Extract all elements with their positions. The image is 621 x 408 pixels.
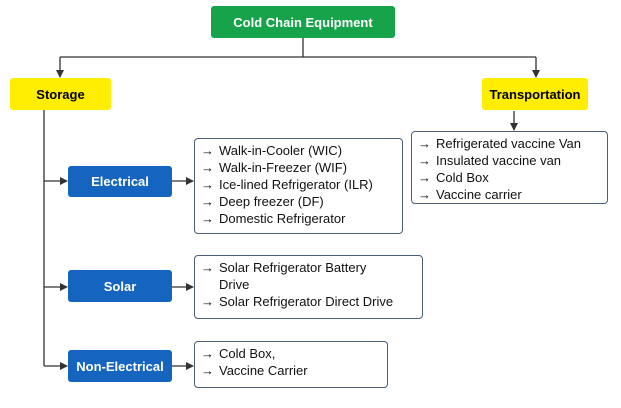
list-item: →Insulated vaccine van: [418, 153, 562, 168]
arrow-right-icon: →: [201, 160, 214, 175]
list-item: →Solar Refrigerator Battery Drive: [201, 260, 367, 292]
arrow-right-icon: →: [201, 177, 214, 192]
storage-node: Storage: [10, 78, 111, 110]
transportation-list: →Refrigerated vaccine Van →Insulated vac…: [411, 131, 608, 204]
arrow-right-icon: →: [418, 136, 431, 151]
arrow-right-icon: →: [201, 194, 214, 209]
list-item: →Cold Box,: [201, 346, 276, 361]
non-electrical-list: →Cold Box, →Vaccine Carrier: [194, 341, 388, 388]
list-item: →Deep freezer (DF): [201, 194, 324, 209]
arrow-right-icon: →: [201, 346, 214, 361]
non-electrical-node: Non-Electrical: [68, 350, 172, 382]
arrow-right-icon: →: [418, 187, 431, 202]
electrical-label: Electrical: [91, 174, 149, 189]
electrical-list: →Walk-in-Cooler (WIC) →Walk-in-Freezer (…: [194, 138, 403, 234]
arrow-right-icon: →: [201, 260, 214, 275]
arrow-right-icon: →: [418, 153, 431, 168]
list-item: →Walk-in-Cooler (WIC): [201, 143, 343, 158]
storage-label: Storage: [36, 86, 85, 102]
non-electrical-label: Non-Electrical: [76, 358, 164, 374]
list-item: →Vaccine carrier: [418, 187, 522, 202]
list-item: →Walk-in-Freezer (WIF): [201, 160, 348, 175]
list-item: →Vaccine Carrier: [201, 363, 308, 378]
list-item: →Ice-lined Refrigerator (ILR): [201, 177, 373, 192]
list-item: →Solar Refrigerator Direct Drive: [201, 294, 394, 309]
arrow-right-icon: →: [201, 211, 214, 226]
arrow-right-icon: →: [201, 143, 214, 158]
electrical-node: Electrical: [68, 166, 172, 197]
transportation-node: Transportation: [482, 78, 588, 110]
transportation-label: Transportation: [489, 86, 581, 102]
list-item: →Cold Box: [418, 170, 489, 185]
solar-label: Solar: [103, 278, 137, 294]
solar-list: →Solar Refrigerator Battery Drive →Solar…: [194, 255, 423, 319]
solar-node: Solar: [68, 270, 172, 302]
arrow-right-icon: →: [201, 363, 214, 378]
arrow-right-icon: →: [418, 170, 431, 185]
list-item: →Domestic Refrigerator: [201, 211, 346, 226]
arrow-right-icon: →: [201, 294, 214, 309]
list-item: →Refrigerated vaccine Van: [418, 136, 582, 151]
root-node: Cold Chain Equipment: [211, 6, 395, 38]
root-label: Cold Chain Equipment: [233, 14, 373, 30]
